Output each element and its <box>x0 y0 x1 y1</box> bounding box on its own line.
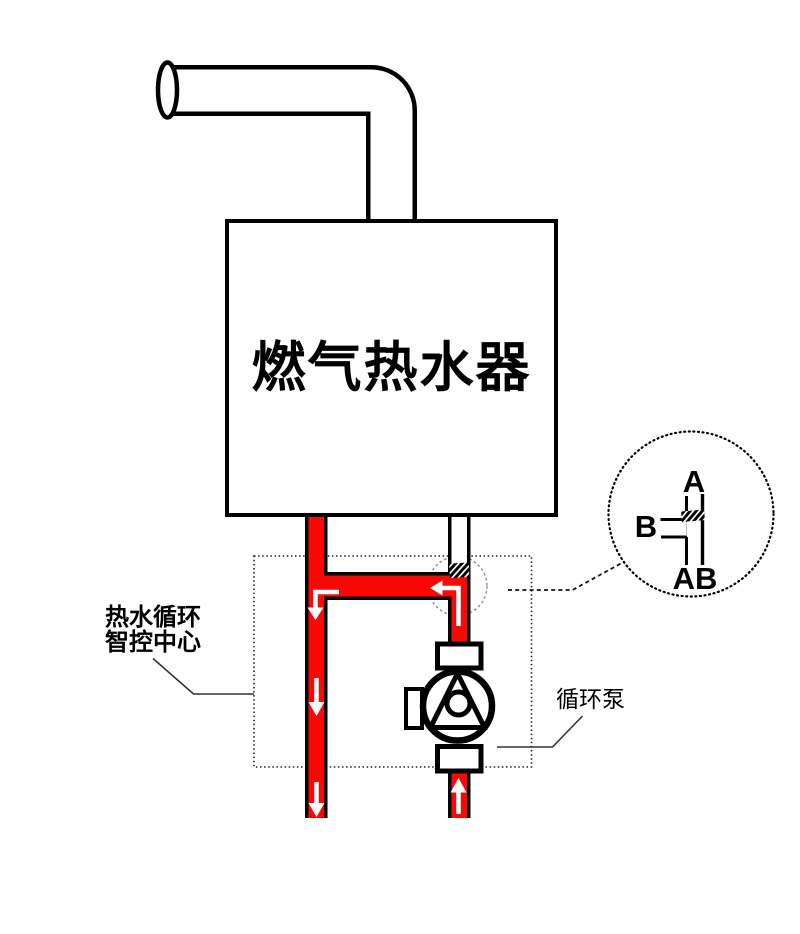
gas-water-heater-box: 燃气热水器 <box>225 219 558 517</box>
flue-pipe-opening <box>155 60 180 120</box>
flow-arrowheads <box>307 580 467 817</box>
crossover-pipe <box>324 575 467 597</box>
valve-detail-schematic <box>660 494 705 565</box>
arrowhead-down-icon <box>308 803 325 817</box>
flue-pipe-body <box>167 69 413 219</box>
control-center-label-line1: 热水循环 <box>105 604 201 631</box>
arrowhead-left-icon <box>430 580 443 596</box>
pump-bottom-flange <box>435 744 484 774</box>
hot-outlet-pipe <box>308 512 324 818</box>
control-center-leader-line <box>152 657 254 695</box>
gas-water-heater-label: 燃气热水器 <box>251 338 532 398</box>
flow-arrow-elbow-left-shaft <box>442 585 461 626</box>
detail-valve-icon <box>681 509 705 522</box>
detail-leader-dashed-line <box>508 560 625 591</box>
arrowhead-up-icon <box>450 778 467 793</box>
detail-port-a-label: A <box>682 464 706 499</box>
pump-leader-line <box>497 715 584 748</box>
cold-inlet-pipe <box>451 512 467 565</box>
flow-arrow-elbow-down-shaft <box>313 589 339 608</box>
arrowhead-down-icon <box>308 702 325 716</box>
valve-highlight-circle <box>427 555 488 617</box>
control-center-label-line2: 智控中心 <box>105 629 201 656</box>
pump-top-flange <box>435 641 484 671</box>
circulation-pump-icon <box>404 641 496 774</box>
arrowhead-down-icon <box>307 607 324 620</box>
pump-label: 循环泵 <box>556 686 625 712</box>
detail-port-ab-label: AB <box>672 561 718 596</box>
pump-hub <box>444 689 473 718</box>
valve-icon <box>449 562 470 578</box>
control-center-label: 热水循环 智控中心 <box>98 605 208 655</box>
pump-terminal-box <box>404 687 424 730</box>
detail-port-b-label: B <box>634 509 658 544</box>
flow-arrows <box>313 585 461 814</box>
